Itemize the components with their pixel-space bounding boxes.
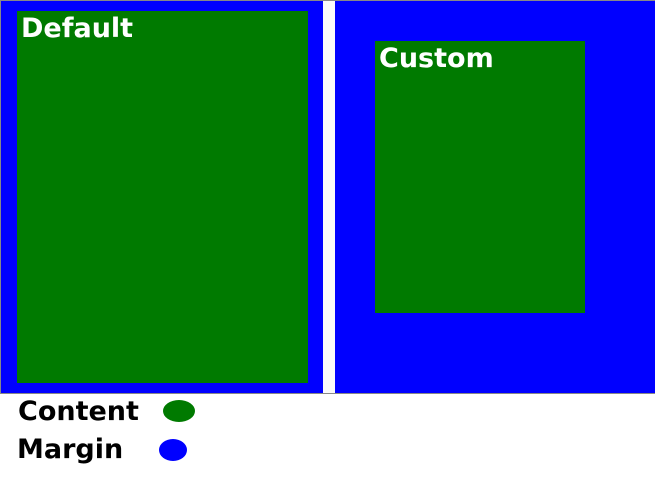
legend-content-swatch-icon (163, 400, 195, 422)
legend-margin-label: Margin (17, 434, 124, 465)
default-margin-box: Default (1, 1, 323, 393)
legend-margin-swatch-icon (159, 439, 187, 461)
default-content-box: Default (17, 11, 308, 383)
custom-margin-box: Custom (335, 1, 655, 393)
legend-content-label: Content (18, 396, 139, 427)
default-label: Default (21, 13, 134, 44)
custom-label: Custom (379, 43, 494, 74)
custom-content-box: Custom (375, 41, 585, 313)
